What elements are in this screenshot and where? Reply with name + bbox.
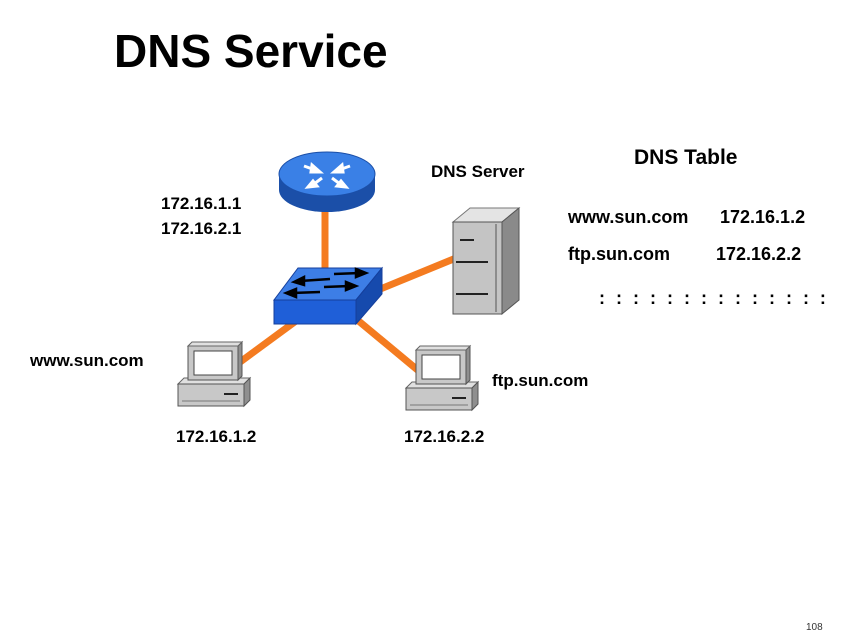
ftp-host-label: ftp.sun.com [492, 371, 589, 390]
dns-table-row-name: ftp.sun.com [568, 244, 670, 264]
pc-icon[interactable] [176, 340, 252, 408]
pc-icon[interactable] [404, 344, 480, 412]
dns-server-label: DNS Server [431, 162, 525, 181]
dns-table-row-name: www.sun.com [568, 207, 689, 227]
link-switch-pc2 [352, 315, 423, 375]
network-links [229, 212, 458, 375]
page-number: 108 [806, 622, 823, 633]
server-icon[interactable] [451, 206, 521, 316]
link-switch-pc1 [229, 315, 303, 371]
www-host-label: www.sun.com [30, 351, 144, 370]
www-host-ip: 172.16.1.2 [176, 427, 257, 446]
ftp-host-ip: 172.16.2.2 [404, 427, 485, 446]
dns-table-row-ip: 172.16.2.2 [716, 244, 802, 264]
switch-icon[interactable] [273, 266, 384, 326]
dns-table-continuation: : : : : : : : : : : : : : : [599, 288, 829, 308]
slide-title: DNS Service [114, 25, 388, 77]
link-switch-server [376, 254, 458, 294]
router-icon[interactable] [278, 151, 376, 212]
router-ip-1: 172.16.1.1 [161, 194, 242, 213]
dns-table-row-ip: 172.16.1.2 [720, 207, 806, 227]
dns-table-title: DNS Table [634, 146, 738, 169]
router-ip-2: 172.16.2.1 [161, 219, 242, 238]
